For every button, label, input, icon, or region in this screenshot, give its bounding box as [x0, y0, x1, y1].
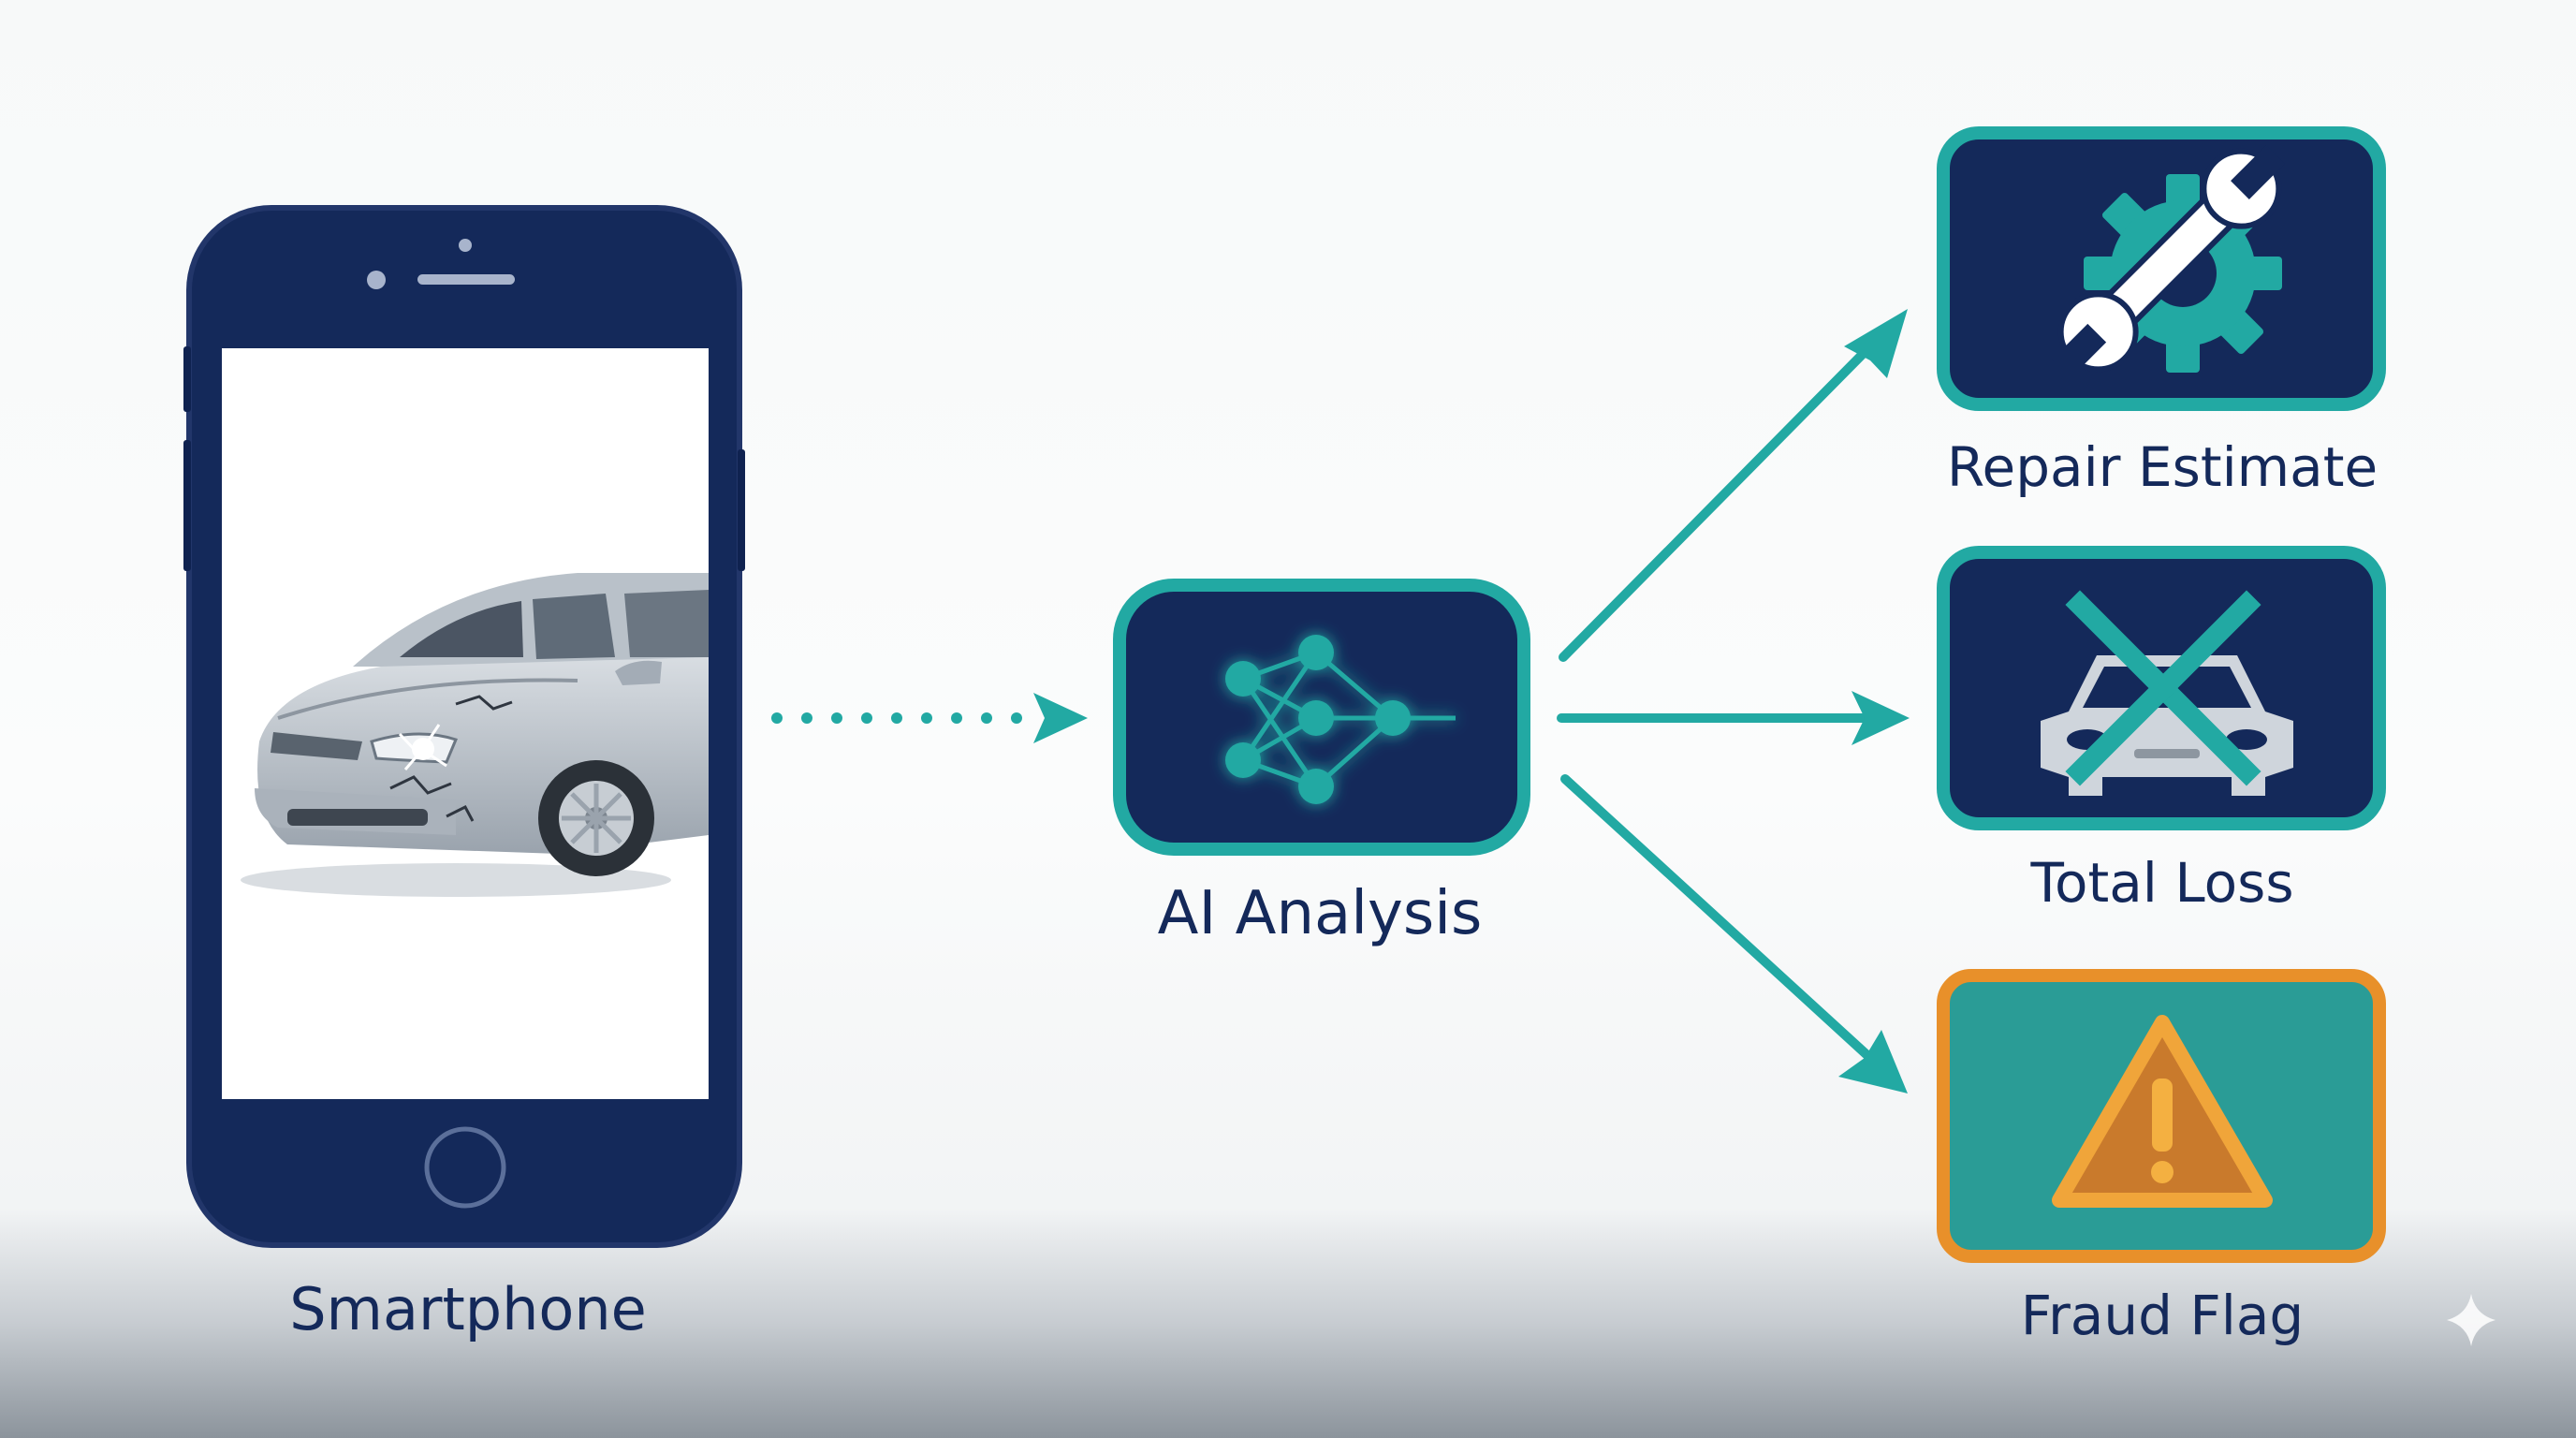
wrench-gear-icon: [2052, 144, 2286, 378]
connector-ai-to-total-loss: [1557, 691, 1910, 745]
crossed-car-icon: [2041, 590, 2293, 796]
damaged-car-image: [241, 573, 709, 897]
total-loss-node: [1937, 546, 2386, 830]
sparkle-icon: [2447, 1294, 2496, 1346]
front-camera: [367, 271, 386, 289]
home-button: [424, 1126, 506, 1209]
smartphone-icon: [183, 205, 745, 1248]
fraud-flag-label: Fraud Flag: [2020, 1284, 2305, 1347]
repair-estimate-label: Repair Estimate: [1946, 435, 2378, 499]
arrowhead: [1844, 309, 1908, 378]
neural-network-icon: [1225, 635, 1456, 804]
fraud-flag-node: [1937, 969, 2386, 1263]
arrowhead: [1838, 1030, 1908, 1093]
speaker-grille: [417, 274, 515, 285]
arrowhead: [1033, 693, 1088, 743]
total-loss-label: Total Loss: [2030, 851, 2294, 915]
arrowhead: [1852, 691, 1910, 745]
smartphone-label: Smartphone: [289, 1275, 647, 1343]
ai-analysis-label: AI Analysis: [1157, 879, 1483, 948]
warning-triangle-icon: [2052, 1015, 2273, 1208]
ai-analysis-node: [1113, 579, 1530, 856]
connector-ai-to-repair: [1559, 309, 1908, 662]
connector-phone-to-ai: [771, 693, 1088, 743]
camera-dot: [459, 239, 472, 252]
connector-ai-to-fraud: [1560, 774, 1908, 1093]
repair-estimate-node: [1937, 126, 2386, 411]
